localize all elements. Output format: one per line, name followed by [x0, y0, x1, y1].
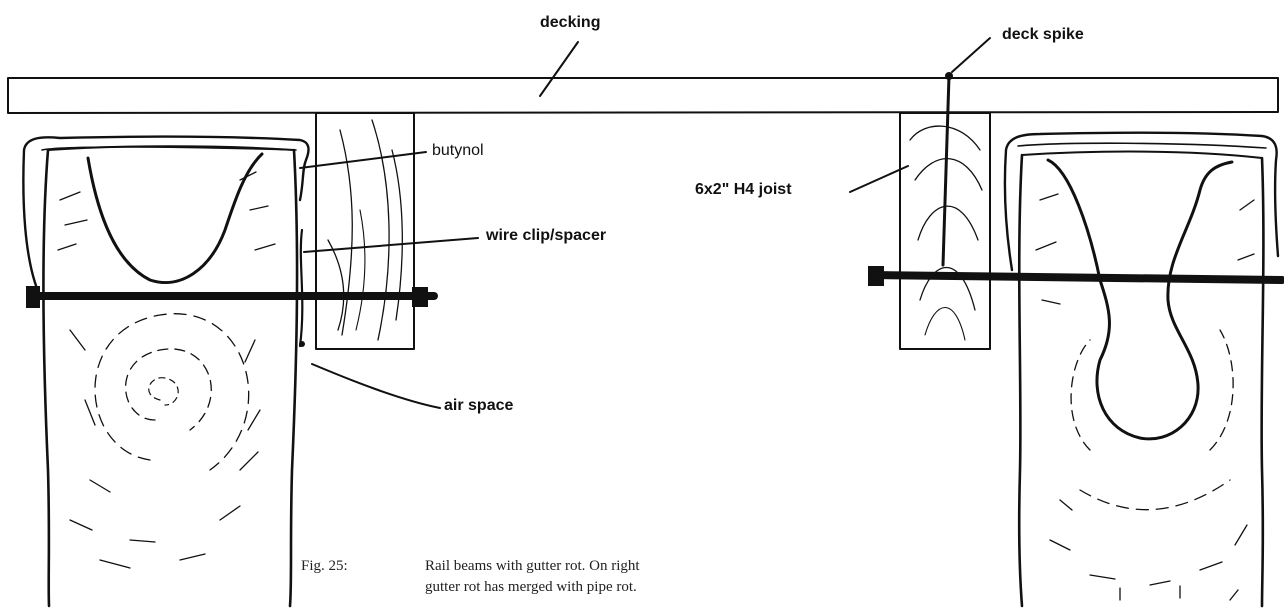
leader-decking [539, 41, 579, 97]
label-wire-clip: wire clip/spacer [486, 227, 607, 244]
label-joist: 6x2" H4 joist [695, 181, 792, 198]
left-bolt [26, 286, 438, 308]
right-butynol-wrap [1003, 131, 1280, 272]
decking-board [7, 77, 1279, 114]
leader-air-space [311, 363, 441, 409]
caption-line-2: gutter rot has merged with pipe rot. [425, 579, 637, 595]
left-joist [315, 112, 415, 350]
label-butynol: butynol [432, 142, 484, 159]
right-rail-beam [1017, 150, 1265, 608]
deck-spike [941, 72, 953, 267]
caption-line-1: Fig. 25: Rail beams with gutter rot. On r… [301, 556, 640, 577]
caption-text-1: Rail beams with gutter rot. On right [425, 558, 640, 574]
leader-wire-clip [303, 237, 479, 253]
figure-caption: Fig. 25: Rail beams with gutter rot. On r… [301, 556, 640, 598]
leader-butynol [299, 151, 427, 169]
caption-figure-number: Fig. 25: [301, 558, 348, 574]
wire-clip-spacer [298, 228, 305, 348]
label-decking: decking [540, 14, 601, 31]
right-bolt [868, 266, 1284, 286]
leader-deck-spike [951, 37, 991, 73]
label-deck-spike: deck spike [1002, 26, 1084, 43]
left-butynol-wrap [22, 135, 310, 298]
right-joist [899, 112, 991, 350]
left-rail-beam [42, 145, 299, 608]
leader-joist [849, 165, 909, 193]
label-air-space: air space [444, 397, 514, 414]
